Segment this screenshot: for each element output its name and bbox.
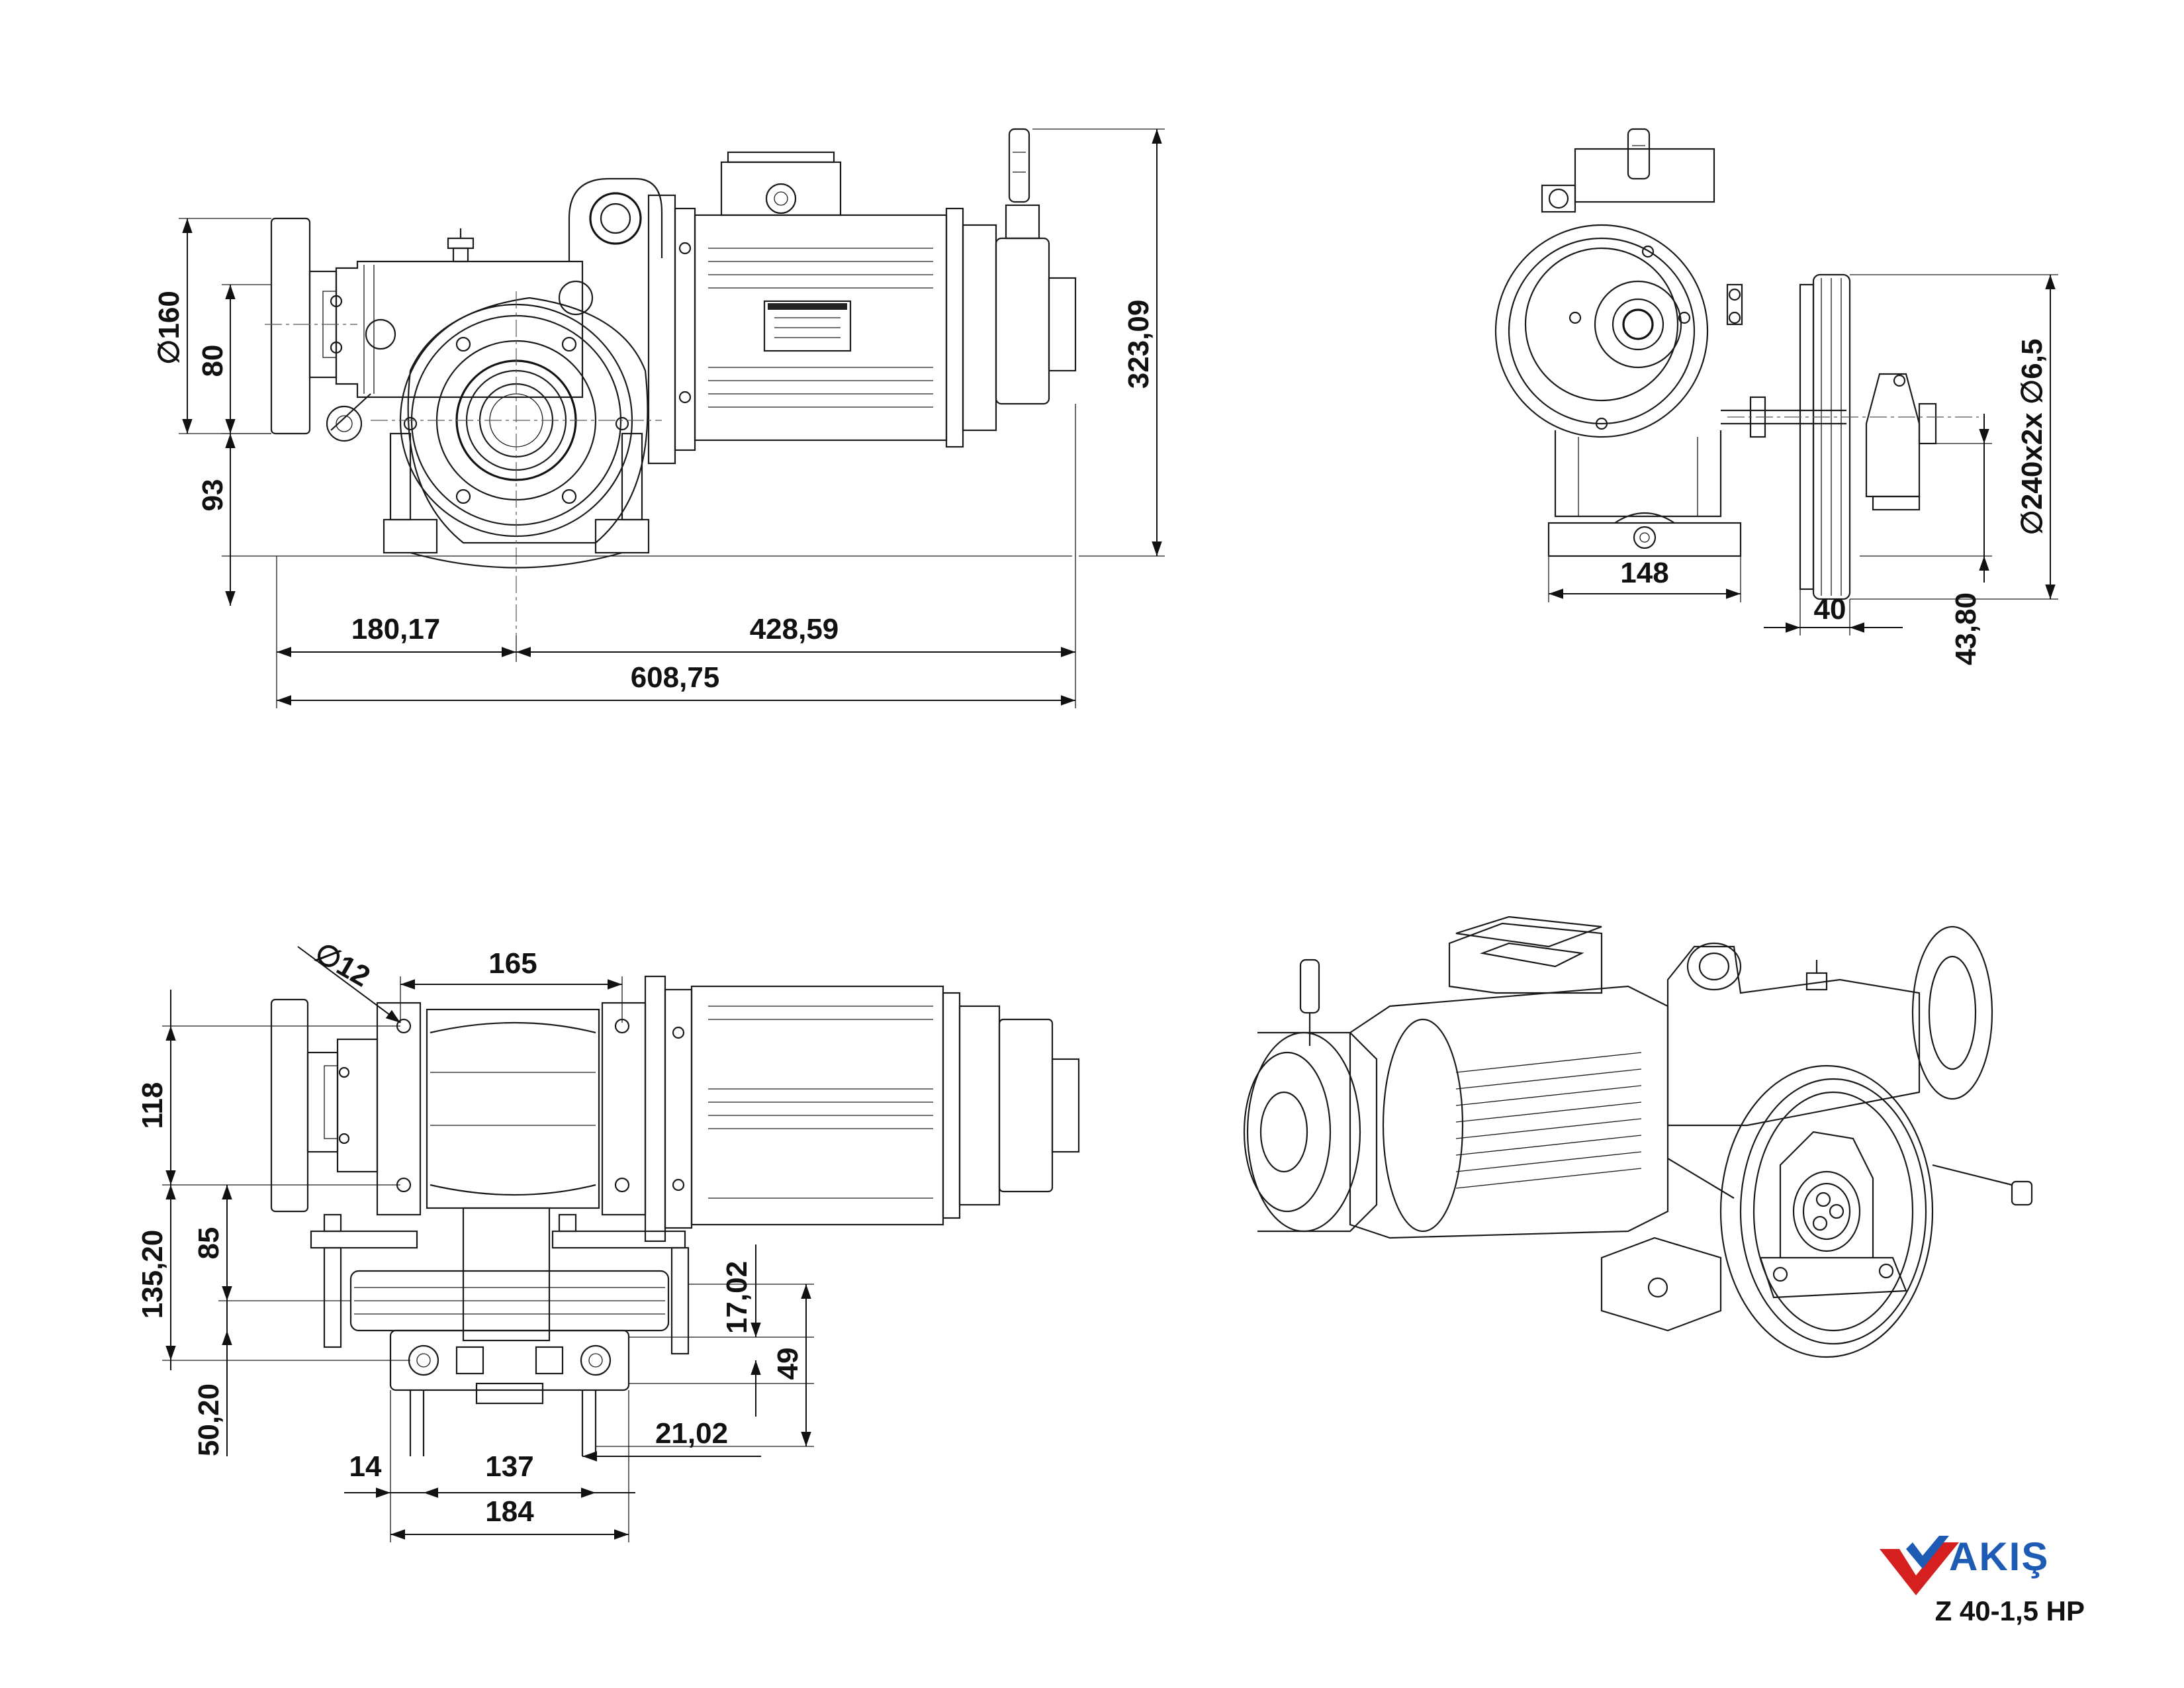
akis-logo: AKIŞ xyxy=(1880,1534,2049,1595)
dim-85: 85 xyxy=(193,1227,225,1260)
dim-14: 14 xyxy=(349,1450,382,1483)
dim-148: 148 xyxy=(1620,557,1668,589)
front-view: ∅160 80 93 323,09 180,17 428,59 608,75 xyxy=(153,128,1165,708)
isometric-view xyxy=(1243,915,2033,1358)
dim-pulley-diameter: ∅240x2x ∅6,5 xyxy=(2016,339,2048,536)
dim-137: 137 xyxy=(485,1450,533,1483)
front-dimensions: ∅160 80 93 323,09 180,17 428,59 608,75 xyxy=(153,128,1165,708)
drawing-title: Z 40-1,5 HP xyxy=(1935,1595,2085,1626)
iso-gearbox xyxy=(1600,925,1993,1332)
dim-49: 49 xyxy=(772,1348,804,1380)
side-view: 148 40 43,80 ∅240x2x ∅6,5 xyxy=(1494,128,2058,665)
iso-motor xyxy=(1349,915,1669,1239)
dim-40: 40 xyxy=(1814,593,1846,626)
dim-21-02: 21,02 xyxy=(655,1417,728,1450)
side-pulley xyxy=(1721,273,1979,600)
dim-180-17: 180,17 xyxy=(351,613,441,645)
front-motor xyxy=(647,128,1077,465)
front-gearbox-housing xyxy=(326,228,584,442)
dim-80: 80 xyxy=(197,345,229,377)
dim-608-75: 608,75 xyxy=(631,661,720,694)
dim-323-09: 323,09 xyxy=(1122,300,1155,389)
dim-184: 184 xyxy=(485,1495,534,1528)
dim-diameter-160: ∅160 xyxy=(153,291,185,365)
bottom-brake-drum xyxy=(270,998,379,1213)
front-brake-drum xyxy=(270,217,343,435)
iso-brake-end xyxy=(1243,959,1378,1233)
dim-17-02: 17,02 xyxy=(721,1261,753,1334)
bottom-pillow-block xyxy=(389,1329,630,1456)
side-motor-end xyxy=(1494,128,1743,438)
dim-428-59: 428,59 xyxy=(750,613,839,645)
dim-118: 118 xyxy=(136,1082,169,1129)
bottom-gear-frame xyxy=(376,1002,647,1342)
side-gearbox-base xyxy=(1547,430,1742,557)
akis-brand-text: AKIŞ xyxy=(1949,1534,2049,1579)
dim-43-80: 43,80 xyxy=(1950,592,1982,665)
side-dimensions: 148 40 43,80 ∅240x2x ∅6,5 xyxy=(1548,274,2058,665)
bottom-motor xyxy=(644,975,1080,1243)
dim-135-20: 135,20 xyxy=(136,1230,169,1319)
iso-pulley xyxy=(1667,1064,2033,1358)
front-lifting-eye xyxy=(558,177,663,316)
dim-165: 165 xyxy=(488,947,537,980)
dim-93: 93 xyxy=(197,479,229,512)
dim-50-20: 50,20 xyxy=(193,1383,225,1456)
bottom-pulley xyxy=(310,1213,690,1355)
dim-hole-diameter-12: ∅12 xyxy=(309,936,375,993)
bottom-dimensions: ∅12 165 118 85 135,20 50,20 17,02 49 21,… xyxy=(136,936,814,1542)
bottom-view: ∅12 165 118 85 135,20 50,20 17,02 49 21,… xyxy=(136,936,1080,1542)
